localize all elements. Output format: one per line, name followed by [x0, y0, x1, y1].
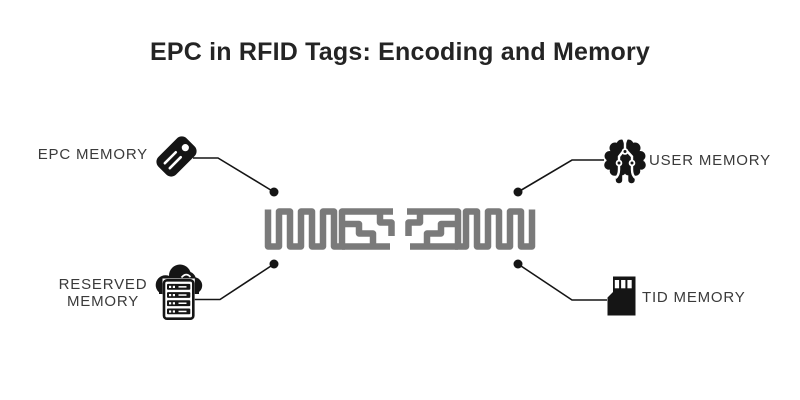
dot-epc [269, 187, 279, 197]
label-tid-memory: TID MEMORY [642, 289, 746, 306]
label-reserved-line2: MEMORY [66, 293, 140, 310]
connector-epc [193, 157, 275, 193]
antenna-right-stairs [423, 220, 456, 245]
rfid-antenna [264, 208, 536, 250]
dot-reserved [269, 259, 279, 269]
antenna-left-loop [338, 208, 393, 247]
tag-icon [156, 136, 197, 177]
page-title: EPC in RFID Tags: Encoding and Memory [149, 38, 651, 66]
connector-user [517, 159, 604, 193]
label-reserved-line1: RESERVED [58, 276, 148, 293]
label-epc-memory: EPC MEMORY [37, 146, 148, 163]
antenna-left-meander [264, 208, 345, 250]
brain-icon [604, 139, 646, 184]
cloud-server-icon [155, 264, 203, 321]
antenna-right-loop [407, 208, 462, 247]
antenna-left-pad [376, 213, 395, 236]
connectors [193, 157, 607, 301]
antenna-right-meander [455, 208, 536, 250]
dot-tid [513, 259, 523, 269]
antenna-right-pad [405, 213, 424, 236]
antenna-left-stairs [344, 220, 377, 245]
label-user-memory: USER MEMORY [649, 152, 771, 169]
dot-user [513, 187, 523, 197]
connector-reserved [194, 263, 275, 301]
sd-card-icon [607, 276, 636, 316]
connector-tid [517, 263, 607, 301]
